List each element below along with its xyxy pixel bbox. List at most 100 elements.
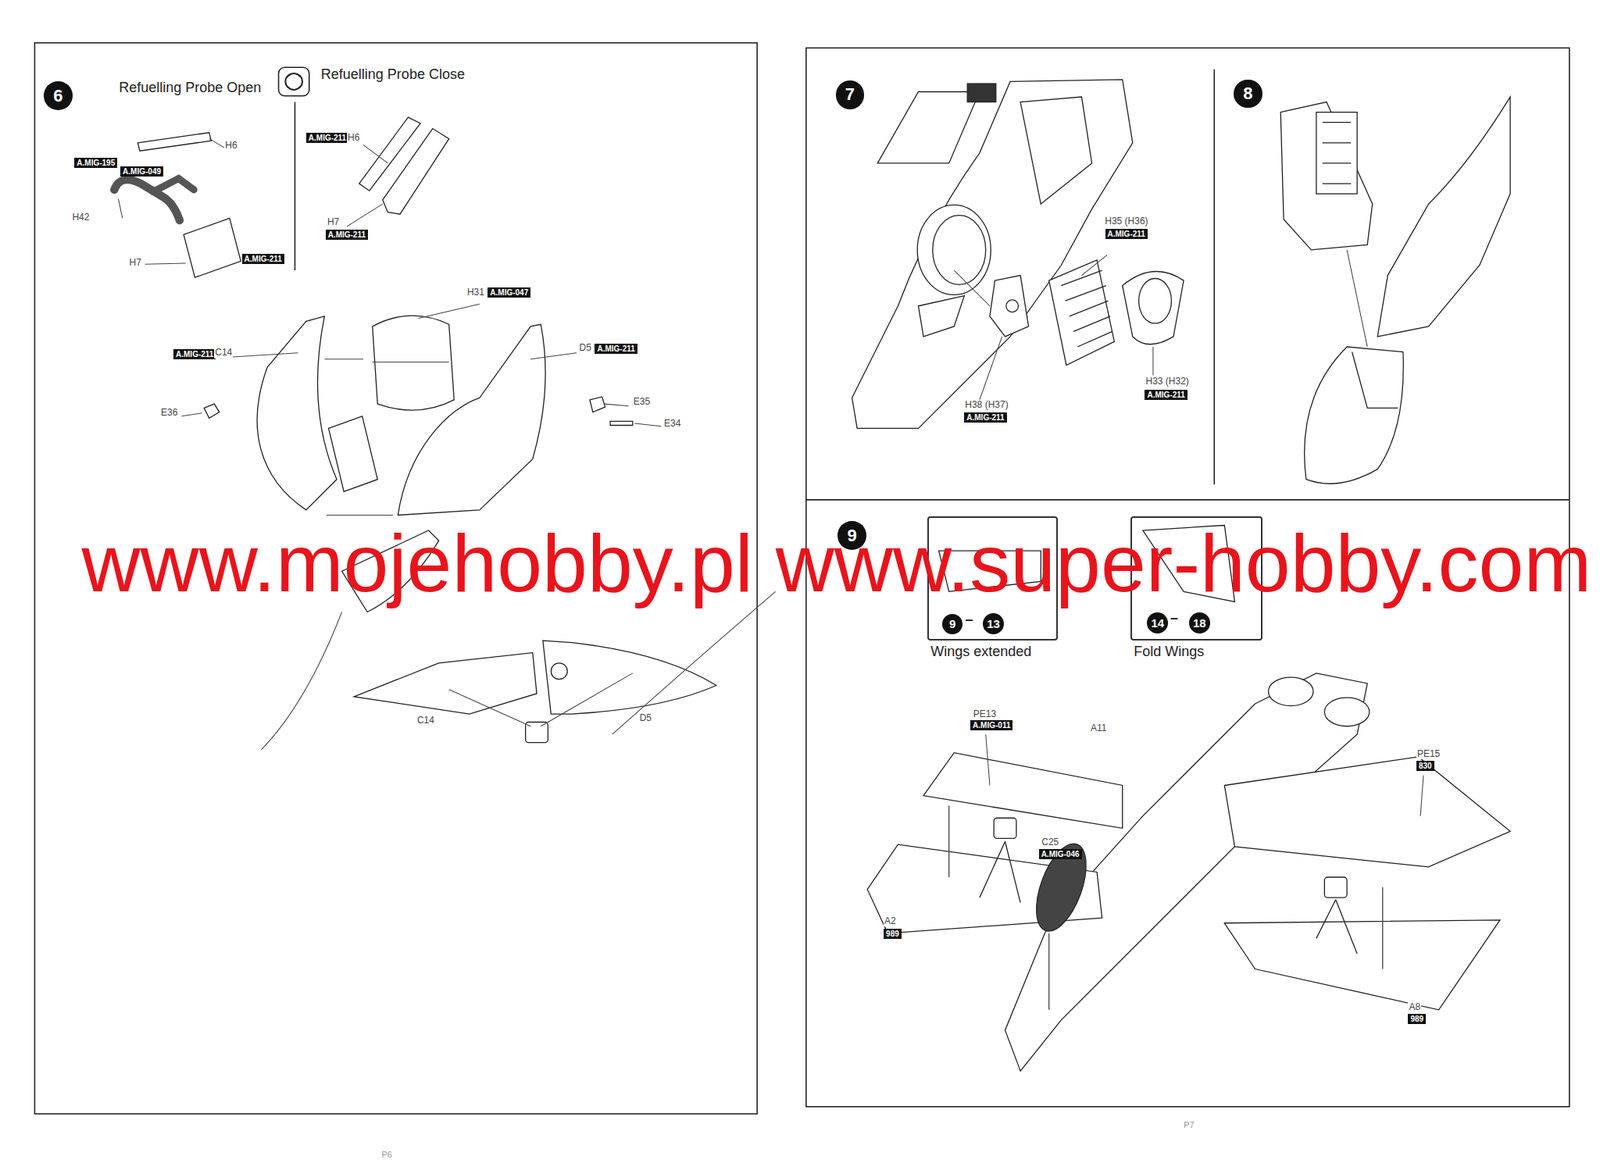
drawing-circle	[550, 663, 568, 680]
drawing-path	[612, 591, 776, 735]
paint-code: 989	[883, 928, 902, 940]
part-number: A11	[1089, 723, 1108, 734]
drawing-path	[542, 640, 717, 715]
paint-code: A.MIG-211	[306, 132, 349, 143]
drawing-line	[1048, 933, 1050, 1011]
drawing-line	[979, 841, 1006, 898]
drawing-line	[1316, 900, 1336, 940]
drawing-ellipse	[917, 204, 991, 295]
part-number: E35	[632, 396, 651, 408]
paint-code: A.MIG-211	[242, 253, 285, 265]
drawing-line	[1420, 775, 1424, 816]
step8-cockpit	[1280, 96, 1511, 484]
drawing-path	[852, 79, 1133, 429]
paint-code: A.MIG-211	[594, 343, 637, 354]
drawing-ellipse	[1139, 278, 1172, 323]
drawing-rect	[967, 83, 997, 103]
part-number: E36	[160, 407, 179, 418]
drawing-line	[1382, 887, 1383, 969]
step-number-text: 7	[845, 84, 855, 105]
drawing-line	[1335, 900, 1358, 954]
paint-code: A.MIG-046	[1039, 849, 1083, 860]
drawing-line	[953, 270, 990, 307]
drawing-ellipse	[1268, 677, 1314, 707]
step7-intake	[852, 79, 1184, 429]
drawing-rect	[1324, 877, 1347, 898]
drawing-line	[181, 413, 202, 417]
drawing-line	[806, 499, 1570, 501]
page-number: P6	[381, 1150, 392, 1160]
paint-code: A.MIG-211	[1144, 389, 1187, 400]
drawing-path	[877, 92, 980, 164]
option-heading: Wings extended	[928, 643, 1033, 661]
drawing-path	[1352, 352, 1399, 409]
drawing-path	[989, 275, 1029, 337]
drawing-line	[326, 514, 393, 516]
drawing-path	[285, 73, 303, 90]
drawing-polygon	[328, 416, 379, 493]
step-number-text: 8	[1242, 83, 1253, 104]
step-number-text: 9	[949, 617, 956, 631]
drawing-circle	[1006, 300, 1019, 313]
drawing-polygon	[183, 217, 241, 278]
drawing-path	[257, 316, 337, 511]
drawing-path	[610, 421, 633, 425]
part-number: A8	[1407, 1002, 1422, 1013]
paint-code: 830	[1416, 760, 1435, 772]
drawing-line	[948, 806, 950, 878]
drawing-line	[144, 263, 186, 265]
paint-code: A.MIG-047	[487, 287, 531, 298]
paint-code: A.MIG-211	[1105, 228, 1148, 240]
part-number: A2	[883, 916, 897, 927]
drawing-path	[353, 653, 537, 715]
paint-code: A.MIG-211	[964, 412, 1007, 423]
step-number: 6	[43, 81, 73, 111]
part-number: H7	[326, 217, 340, 228]
drawing-polygon	[1224, 920, 1500, 1011]
drawing-path	[918, 296, 965, 337]
drawing-line	[979, 336, 1003, 400]
drawing-line	[1214, 69, 1216, 485]
drawing-path	[1304, 346, 1404, 484]
part-number: PE13	[972, 709, 997, 720]
step9-wings	[867, 525, 1511, 1072]
drawing-line	[1005, 841, 1022, 903]
watermark: www.mojehobby.pl www.super-hobby.com	[81, 522, 1592, 604]
step-number: 18	[1189, 612, 1211, 634]
drawing-line	[324, 358, 364, 360]
drawing-path	[1049, 260, 1115, 365]
option-caption: Refuelling Probe Open	[117, 80, 263, 97]
drawing-line	[1152, 346, 1154, 376]
part-number: H35 (H36)	[1103, 216, 1149, 227]
step-number: 8	[1233, 79, 1263, 109]
part-number: D5	[578, 342, 593, 354]
drawing-line	[118, 199, 123, 219]
part-number: D5	[639, 713, 653, 724]
drawing-line	[294, 102, 297, 271]
part-number: C14	[416, 715, 436, 726]
part-number: H42	[71, 212, 90, 223]
paint-code: A.MIG-011	[970, 720, 1013, 731]
drawing-line	[540, 673, 633, 727]
paint-code: A.MIG-195	[74, 157, 118, 168]
drawing-path	[203, 403, 220, 418]
step6-parts	[114, 117, 717, 743]
part-number: H31	[466, 287, 486, 298]
drawing-path	[589, 396, 606, 413]
drawing-line	[530, 353, 577, 360]
option-caption: Refuelling Probe Close	[319, 67, 467, 83]
drawing-line	[634, 423, 661, 427]
option-heading: Fold Wings	[1132, 643, 1206, 661]
page-number: P7	[1183, 1120, 1194, 1130]
drawing-line	[418, 303, 480, 318]
drawing-path	[1322, 122, 1352, 184]
drawing-polygon	[137, 132, 211, 152]
drawing-polygon	[1224, 757, 1511, 868]
part-number: H7	[128, 257, 143, 268]
drawing-path	[1060, 270, 1112, 347]
paint-code: A.MIG-211	[173, 349, 216, 360]
step-number: 13	[982, 613, 1004, 635]
leader-lines	[118, 139, 776, 750]
drawing-polygon	[382, 128, 450, 215]
